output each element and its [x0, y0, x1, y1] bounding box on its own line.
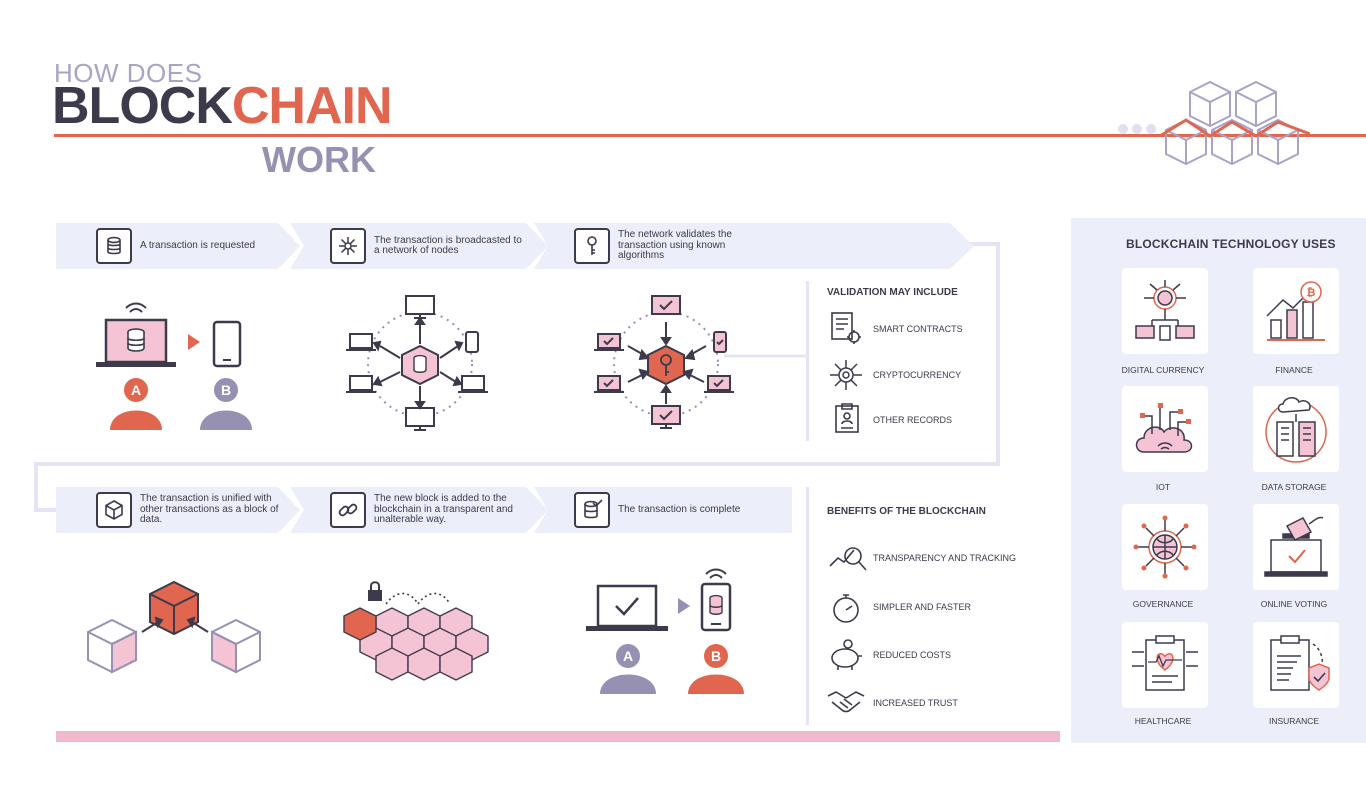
- svg-text:₿: ₿: [1307, 287, 1316, 299]
- title-how-does: HOW DOES: [54, 58, 203, 88]
- title-divider: [54, 134, 1366, 137]
- step-2-banner: The transaction is broadcasted to a netw…: [290, 223, 548, 269]
- user-a-label-complete: A: [623, 648, 633, 664]
- use-label-iot: IOT: [1155, 482, 1171, 492]
- title-work: WORK: [262, 139, 376, 180]
- transaction-complete-illustration: A B: [586, 568, 744, 694]
- cube-icon: [96, 492, 132, 528]
- benefits-panel-bar: [806, 487, 809, 725]
- use-label-data-storage: DATA STORAGE: [1261, 482, 1327, 492]
- use-card-healthcare: [1122, 622, 1208, 708]
- iot-cloud-icon: [1135, 403, 1193, 453]
- user-b-label-complete: B: [711, 648, 721, 664]
- use-label-healthcare: HEALTHCARE: [1134, 716, 1192, 726]
- step-4-banner: The transaction is unified with other tr…: [56, 487, 300, 533]
- step-5-text: The new block is added to the blockchain…: [374, 493, 513, 526]
- validation-network-illustration: [594, 295, 734, 429]
- check-database-icon: [574, 492, 610, 528]
- title-block-part: BLOCK: [52, 77, 233, 135]
- database-icon: [96, 228, 132, 264]
- user-a-label: A: [131, 382, 141, 398]
- step-4-text: The transaction is unified with other tr…: [140, 493, 279, 526]
- handshake-icon: [827, 691, 865, 713]
- validation-item-smart-contracts: SMART CONTRACTS: [873, 324, 963, 334]
- use-card-iot: [1122, 386, 1208, 472]
- use-label-online-voting: ONLINE VOTING: [1260, 599, 1328, 609]
- use-label-governance: GOVERNANCE: [1132, 599, 1194, 609]
- validation-panel-bar: [806, 281, 809, 441]
- step-2-text: The transaction is broadcasted to a netw…: [374, 234, 522, 256]
- use-card-online-voting: [1253, 504, 1339, 590]
- title-chain-part: CHAIN: [231, 77, 393, 135]
- cryptocurrency-icon: [830, 360, 862, 390]
- use-label-insurance: INSURANCE: [1268, 716, 1320, 726]
- benefit-transparency: TRANSPARENCY AND TRACKING: [873, 553, 1017, 563]
- benefits-title: BENEFITS OF THE BLOCKCHAIN: [827, 506, 986, 517]
- tracking-icon: [829, 547, 867, 571]
- bottom-bar: [56, 731, 1060, 742]
- step-1-text: A transaction is requested: [140, 239, 256, 251]
- healthcare-icon: [1132, 635, 1198, 691]
- use-label-digital-currency: DIGITAL CURRENCY: [1121, 365, 1205, 375]
- step-6-banner: The transaction is complete: [534, 487, 792, 533]
- broadcast-network-illustration: [346, 295, 488, 431]
- records-icon: [835, 403, 859, 433]
- use-card-governance: [1122, 504, 1208, 590]
- smart-contract-icon: [831, 312, 861, 344]
- benefit-simpler-faster: SIMPLER AND FASTER: [873, 602, 972, 612]
- validation-item-other-records: OTHER RECORDS: [873, 415, 953, 425]
- step-6-text: The transaction is complete: [618, 503, 741, 515]
- benefit-increased-trust: INCREASED TRUST: [873, 698, 958, 708]
- transaction-request-illustration: A B: [96, 302, 252, 430]
- stopwatch-icon: [833, 594, 859, 623]
- step-3-text: The network validates the transaction us…: [618, 229, 732, 262]
- use-card-finance: ₿: [1253, 268, 1339, 354]
- step-5-banner: The new block is added to the blockchain…: [290, 487, 548, 533]
- block-unify-illustration: [87, 580, 261, 674]
- insurance-shield-icon: [1270, 635, 1330, 691]
- step-1-banner: A transaction is requested: [56, 223, 300, 269]
- user-b-label: B: [221, 382, 231, 398]
- piggy-bank-icon: [831, 639, 862, 670]
- title-blockchain: BLOCKCHAIN: [52, 77, 393, 135]
- network-icon: [330, 228, 366, 264]
- governance-globe-icon: [1133, 515, 1197, 579]
- use-card-digital-currency: [1122, 268, 1208, 354]
- uses-title: BLOCKCHAIN TECHNOLOGY USES: [1126, 237, 1336, 251]
- digital-currency-icon: [1135, 280, 1195, 341]
- use-label-finance: FINANCE: [1275, 365, 1313, 375]
- decorative-dots: [1118, 121, 1160, 139]
- online-voting-icon: [1264, 516, 1328, 577]
- finance-icon: ₿: [1266, 281, 1325, 341]
- key-icon: [574, 228, 610, 264]
- data-storage-icon: [1265, 397, 1327, 463]
- cube-cluster-icon: [1160, 80, 1310, 166]
- validation-item-cryptocurrency: CRYPTOCURRENCY: [873, 370, 962, 380]
- benefit-reduced-costs: REDUCED COSTS: [873, 650, 952, 660]
- use-card-insurance: [1253, 622, 1339, 708]
- blockchain-added-illustration: [343, 581, 489, 681]
- chain-link-icon: [330, 492, 366, 528]
- use-card-data-storage: [1253, 386, 1339, 472]
- step-3-banner: The network validates the transaction us…: [534, 223, 974, 269]
- validation-title: VALIDATION MAY INCLUDE: [827, 287, 958, 298]
